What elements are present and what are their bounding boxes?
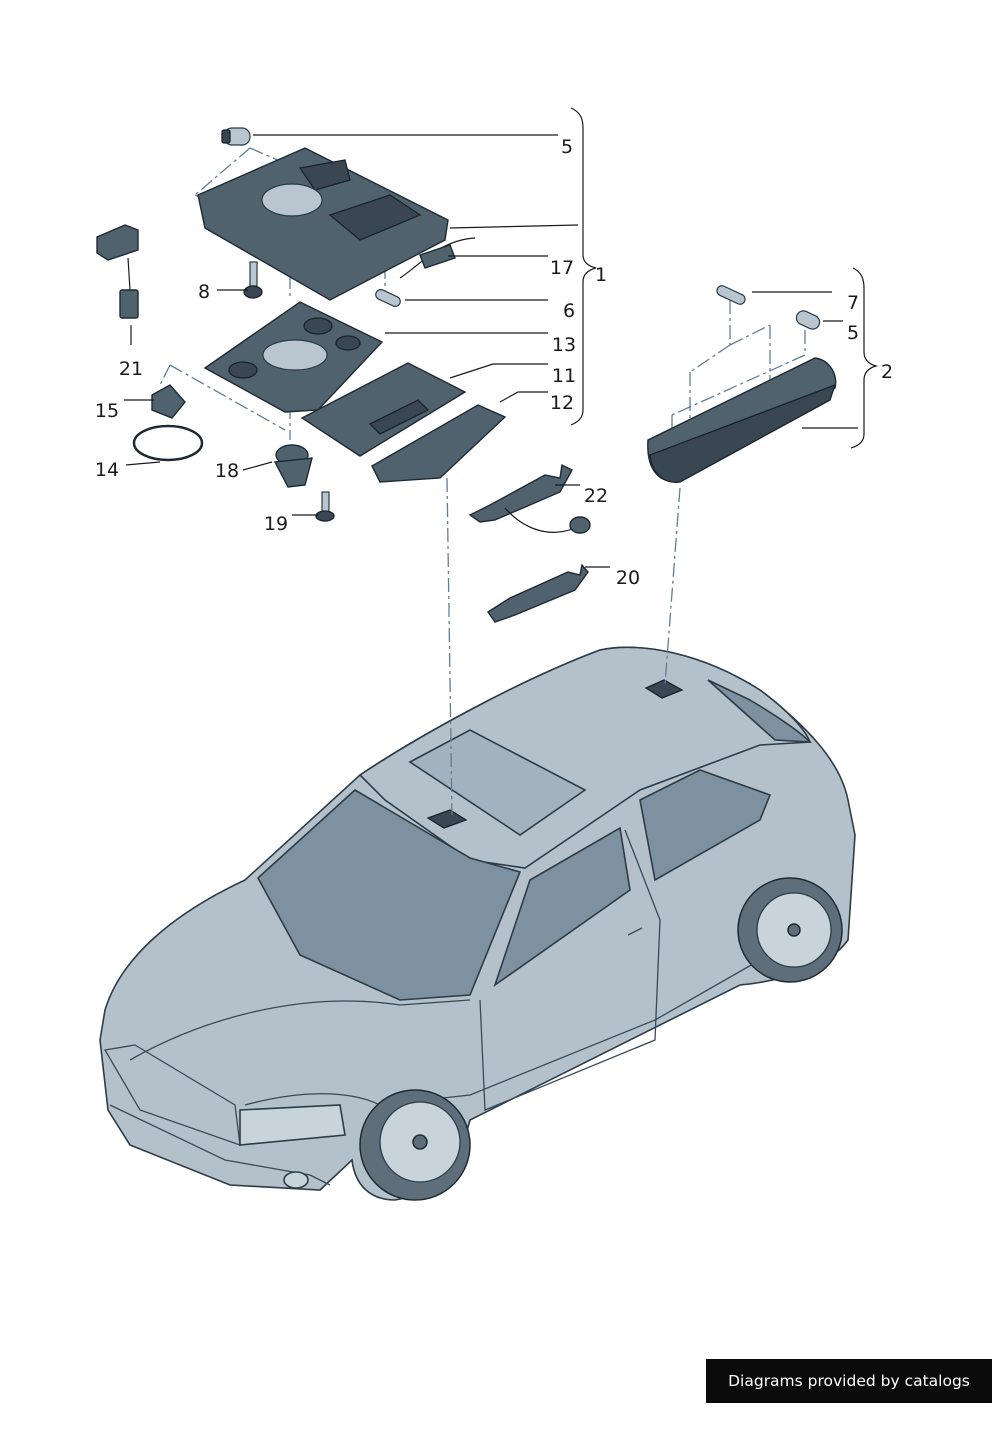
front-side-window [493,826,631,988]
rear-hub [787,923,801,937]
bulb-5-rear[interactable] [794,309,822,332]
callout-7[interactable]: 7 [847,292,859,314]
festoon-bulb-6[interactable] [374,288,402,308]
rear-lamp-lens [649,383,837,483]
parts [96,127,837,623]
interior-light-housing[interactable] [197,147,449,301]
car-illustration [99,646,856,1201]
gasket-ring-14[interactable] [132,424,204,462]
callout-12[interactable]: 12 [550,392,574,414]
credit-footer: Diagrams provided by catalogs parts [706,1359,992,1434]
callout-15[interactable]: 15 [95,400,119,422]
headlight [239,1104,346,1146]
callout-5-rear[interactable]: 5 [847,322,859,344]
rear-side-window [639,769,772,882]
grille [103,1044,241,1146]
cover-button-right [303,317,333,335]
leader-lines [124,107,879,568]
housing-switch-block [328,194,422,241]
screw-19[interactable] [315,491,335,522]
front-hub [412,1134,428,1150]
callout-11[interactable]: 11 [552,365,576,387]
windshield [256,789,522,1001]
callout-20[interactable]: 20 [616,567,640,589]
callouts: 5 17 1 6 13 11 12 8 21 15 14 18 19 22 20… [95,136,893,589]
callout-22[interactable]: 22 [584,485,608,507]
door-handle [627,927,643,936]
front-light-position-marker [426,809,468,829]
callout-17[interactable]: 17 [550,257,574,279]
callout-19[interactable]: 19 [264,513,288,535]
car-roof [358,646,812,869]
trim-11[interactable] [300,362,467,457]
bracket-20[interactable] [487,563,589,623]
bracket-22[interactable] [468,463,591,534]
lens-12[interactable] [371,404,507,483]
callout-2[interactable]: 2 [881,361,893,383]
fog-light [283,1171,309,1189]
callout-13[interactable]: 13 [552,334,576,356]
cover-button-back [335,335,361,351]
callout-1[interactable]: 1 [595,264,607,286]
front-bumper [109,1104,331,1186]
callout-6[interactable]: 6 [563,300,575,322]
callout-8[interactable]: 8 [198,281,210,303]
sensor-21[interactable] [96,224,139,319]
rear-window [707,679,813,743]
holder-15[interactable] [151,384,186,419]
callout-21[interactable]: 21 [119,358,143,380]
rear-light-position-marker [644,679,684,699]
screw-8[interactable] [243,261,263,299]
group-bracket-1 [570,107,597,426]
cover-button-left [228,361,258,379]
hood-line [129,999,471,1061]
door-line [479,829,661,1111]
callout-18[interactable]: 18 [215,460,239,482]
trim-11-recess [368,399,430,435]
wiring-connector-17[interactable] [399,237,476,279]
group-bracket-2 [850,267,879,449]
sunroof [408,729,587,836]
parts-diagram: 5 17 1 6 13 11 12 8 21 15 14 18 19 22 20… [95,107,893,1201]
housing-lens-opening [261,183,323,217]
cover-lens [262,339,328,371]
microphone-18[interactable] [273,444,313,488]
bulb-5-top[interactable] [221,127,251,146]
callout-14[interactable]: 14 [95,459,119,481]
festoon-bulb-7[interactable] [715,284,746,306]
housing-recess [298,159,351,191]
callout-5-top[interactable]: 5 [561,136,573,158]
